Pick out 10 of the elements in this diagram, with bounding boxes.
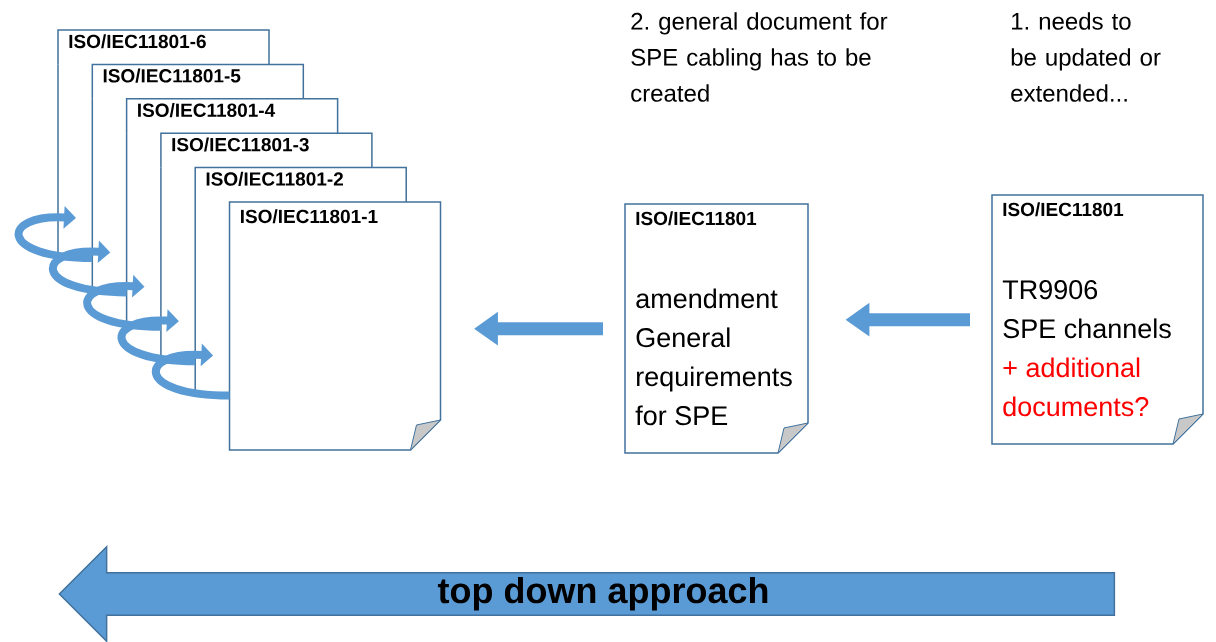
document-page: ISO/IEC11801-3: [160, 132, 373, 169]
document-page: ISO/IEC11801-1: [228, 201, 442, 451]
note-text: 2. general document for SPE cabling has to be created: [631, 12, 888, 102]
note-text: 1. needs to be updated or extended...: [1011, 12, 1161, 102]
document-page: ISO/IEC11801 TR9906 SPE channels + additional documents?: [991, 194, 1204, 445]
document-page: ISO/IEC11801 amendment General requirements for SPE: [624, 203, 809, 454]
document-page: ISO/IEC11801-6: [57, 29, 270, 66]
document-page: ISO/IEC11801-5: [91, 63, 305, 100]
document-page: ISO/IEC11801-2: [194, 166, 407, 203]
document-page: ISO/IEC11801-4: [125, 98, 339, 134]
